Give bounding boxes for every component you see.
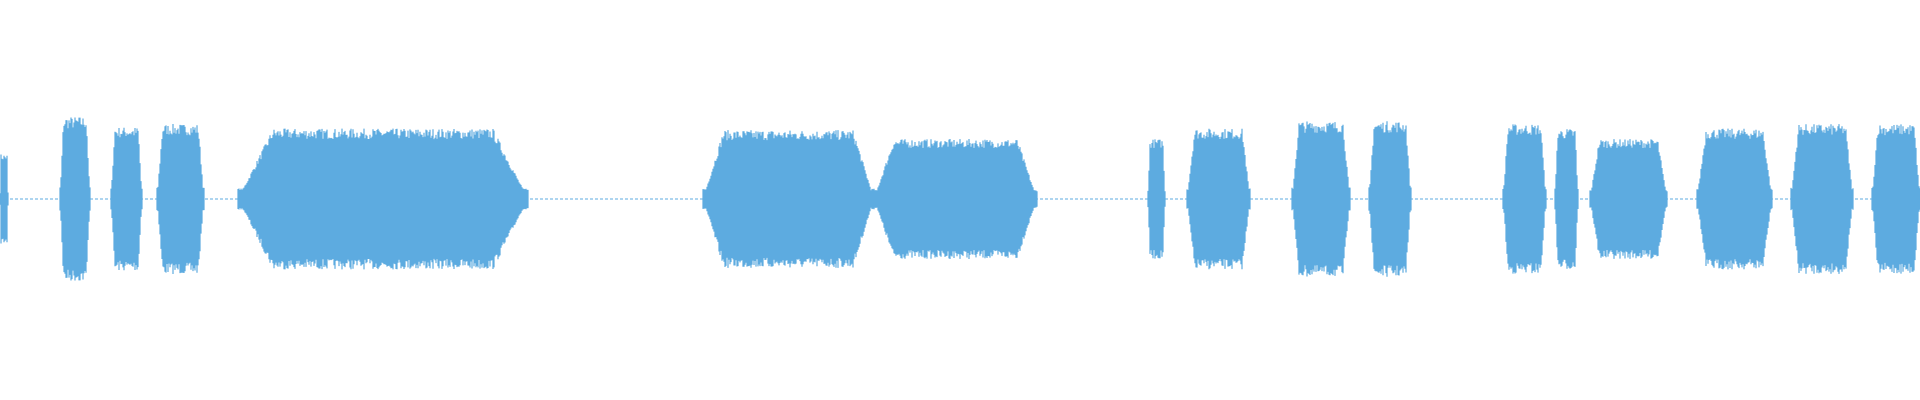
waveform-segment-7 (873, 139, 1038, 259)
waveform-segment-11 (1368, 121, 1412, 277)
waveform-segment-16 (1790, 124, 1854, 274)
waveform-segment-2 (59, 117, 91, 281)
waveform-segment-5 (237, 128, 529, 270)
waveform-bars (0, 117, 1920, 281)
waveform-segment-6 (702, 130, 875, 268)
waveform-segment-3 (110, 127, 143, 271)
waveform-segment-15 (1696, 128, 1773, 270)
waveform-segment-4 (156, 124, 205, 274)
waveform-segment-9 (1186, 128, 1251, 270)
waveform-segment-13 (1554, 129, 1579, 269)
waveform-segment-1 (0, 154, 9, 244)
waveform-segment-12 (1502, 124, 1547, 274)
waveform-segment-17 (1871, 124, 1920, 274)
waveform-segment-14 (1589, 139, 1668, 259)
waveform-segment-8 (1147, 139, 1166, 259)
waveform-segment-10 (1291, 121, 1351, 277)
